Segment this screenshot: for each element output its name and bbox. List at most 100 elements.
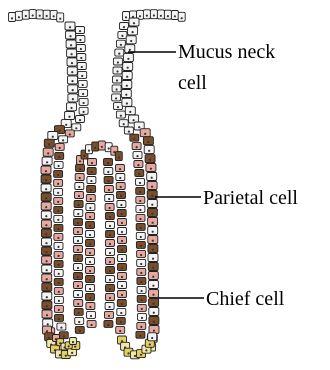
epithelial-cell [149, 308, 159, 316]
mucus-neck-cell [76, 27, 85, 34]
parietal-cell [41, 220, 51, 228]
mucus-neck-cell [43, 10, 50, 19]
cell-nucleus [77, 303, 79, 305]
cell-nucleus [121, 213, 123, 215]
cell-nucleus [45, 233, 47, 235]
cell-nucleus [109, 234, 111, 236]
parietal-cell [134, 161, 143, 168]
chief-cell [148, 263, 158, 271]
cell-nucleus [45, 179, 47, 181]
chief-cell [130, 134, 139, 141]
cell-nucleus [140, 326, 142, 328]
cell-nucleus [121, 231, 123, 233]
mucus-neck-cell [68, 85, 78, 93]
cell-nucleus [72, 341, 74, 343]
cell-nucleus [58, 255, 60, 257]
cell-nucleus [116, 88, 118, 90]
cell-nucleus [120, 115, 122, 117]
cell-nucleus [46, 314, 48, 316]
parietal-cell [116, 326, 125, 333]
cell-nucleus [11, 17, 13, 19]
cell-nucleus [69, 133, 71, 135]
mucus-neck-cell [122, 72, 132, 80]
cell-nucleus [109, 243, 111, 245]
chief-cell [137, 277, 146, 284]
mucus-neck-cell [67, 67, 77, 75]
mucus-neck-cell [9, 13, 16, 22]
cell-nucleus [89, 225, 91, 227]
parietal-cell-label: Parietal cell [203, 186, 298, 210]
parietal-cell [87, 320, 96, 327]
chief-cell [42, 247, 52, 255]
cell-nucleus [121, 249, 123, 251]
parietal-cell [116, 165, 125, 172]
cell-nucleus [108, 180, 110, 182]
cell-nucleus [69, 26, 71, 28]
cell-nucleus [74, 346, 76, 348]
cell-nucleus [57, 228, 59, 230]
mucus-neck-cell [125, 107, 135, 115]
cell-nucleus [119, 177, 121, 179]
cell-nucleus [77, 258, 79, 260]
chief-cell [116, 317, 125, 324]
cell-nucleus [72, 89, 74, 91]
cell-nucleus [121, 303, 123, 305]
cell-nucleus [63, 335, 65, 337]
chief-cell [55, 152, 64, 159]
cell-nucleus [58, 264, 60, 266]
cell-nucleus [89, 306, 91, 308]
cell-nucleus [90, 180, 92, 182]
epithelial-cell [138, 313, 147, 320]
cell-nucleus [139, 218, 141, 220]
epithelial-cell [136, 205, 145, 212]
cell-nucleus [94, 147, 96, 149]
cell-nucleus [140, 236, 142, 238]
cell-nucleus [152, 249, 154, 251]
cell-nucleus [90, 198, 92, 200]
cell-nucleus [139, 200, 141, 202]
cell-nucleus [119, 168, 121, 170]
cell-nucleus [89, 234, 91, 236]
mucus-neck-cell [15, 11, 22, 20]
epithelial-cell [147, 200, 157, 208]
cell-nucleus [152, 294, 154, 296]
cell-nucleus [57, 210, 59, 212]
cell-nucleus [75, 127, 77, 129]
cell-nucleus [79, 168, 81, 170]
chief-cell [145, 155, 155, 163]
cell-nucleus [71, 352, 73, 354]
parietal-cell [137, 250, 146, 257]
cell-nucleus [126, 76, 128, 78]
cell-nucleus [120, 312, 122, 314]
cell-nucleus [60, 327, 62, 329]
cell-nucleus [72, 98, 74, 100]
parietal-cell [137, 304, 146, 311]
chief-cell [136, 223, 145, 230]
cell-nucleus [137, 164, 139, 166]
chief-cell [42, 283, 52, 291]
cell-nucleus [45, 206, 47, 208]
cell-nucleus [120, 195, 122, 197]
cell-nucleus [59, 147, 61, 149]
cell-nucleus [45, 224, 47, 226]
cell-nucleus [82, 93, 84, 95]
cell-nucleus [146, 15, 148, 17]
cell-nucleus [121, 267, 123, 269]
epithelial-cell [136, 232, 145, 239]
cell-nucleus [136, 146, 138, 148]
parietal-cell [148, 218, 158, 226]
chief-cell [104, 320, 113, 327]
mucus-neck-cell [66, 31, 76, 39]
parietal-cell [42, 274, 52, 282]
cell-nucleus [151, 177, 153, 179]
cell-nucleus [121, 294, 123, 296]
chief-cell [115, 152, 122, 161]
parietal-cell [88, 159, 97, 166]
cell-nucleus [126, 102, 128, 104]
cell-nucleus [46, 305, 48, 307]
cell-nucleus [152, 276, 154, 278]
cell-nucleus [89, 261, 91, 263]
cell-nucleus [127, 67, 129, 69]
chief-cell [136, 331, 145, 338]
